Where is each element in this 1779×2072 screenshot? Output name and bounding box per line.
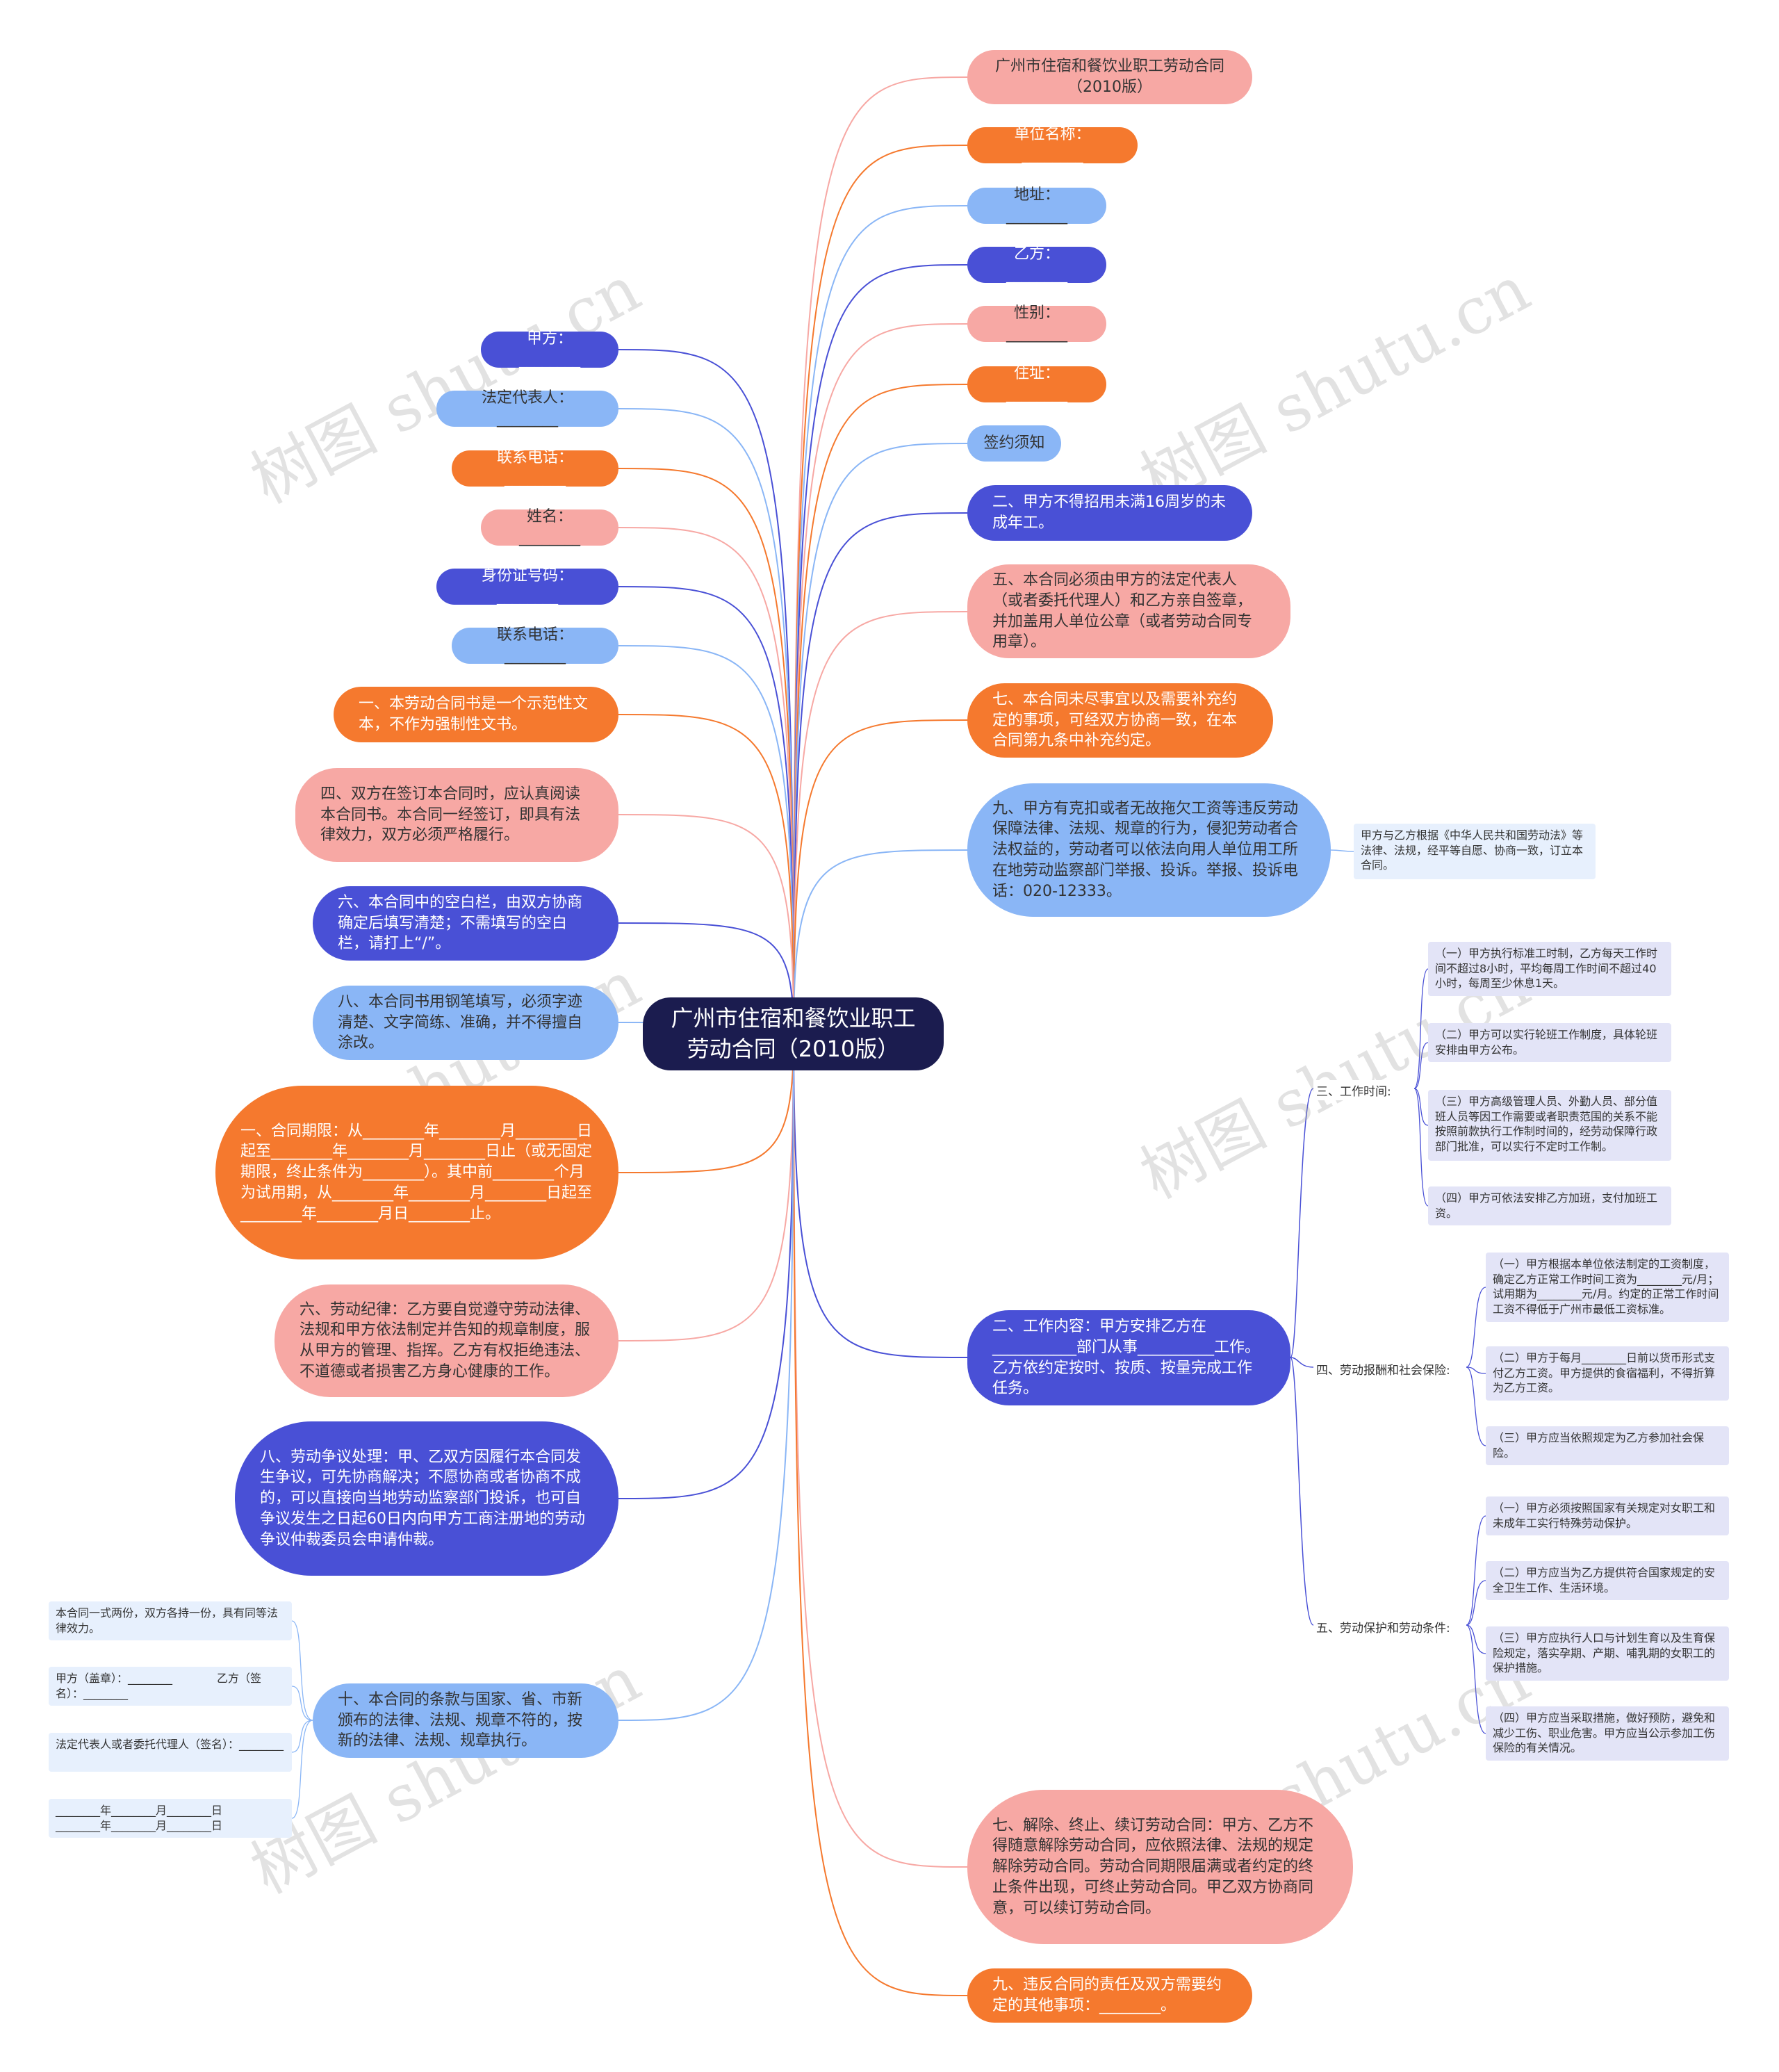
right-node-unit-name[interactable]: 单位名称：________: [967, 126, 1138, 164]
connector-line: [793, 1034, 968, 1868]
connector-line: [1290, 1088, 1314, 1358]
connector-line: [1413, 1088, 1429, 1126]
connector-line: [618, 349, 794, 1035]
work-time-item[interactable]: （四）甲方可依法安排乙方加班，支付加班工资。: [1428, 1186, 1671, 1225]
item-10-child[interactable]: ________年________月________日 ________年___…: [49, 1799, 292, 1838]
connector-line: [291, 1720, 313, 1819]
right-node-item-5[interactable]: 五、本合同必须由甲方的法定代表人（或者委托代理人）和乙方亲自签章，并加盖用人单位…: [967, 564, 1290, 658]
connector-line: [793, 443, 968, 1035]
connector-line: [618, 586, 794, 1035]
right-node-gender[interactable]: 性别：________: [967, 304, 1106, 343]
connector-line: [618, 527, 794, 1035]
connector-line: [793, 512, 968, 1035]
connector-line: [618, 468, 794, 1035]
right-node-work-content[interactable]: 二、工作内容：甲方安排乙方在___________部门从事__________工…: [967, 1310, 1290, 1405]
connector-line: [618, 714, 794, 1035]
connector-line: [793, 384, 968, 1035]
right-node-signing-notes[interactable]: 签约须知: [967, 425, 1061, 462]
connector-line: [793, 205, 968, 1035]
pay-item[interactable]: （二）甲方于每月________日前以货币形式支付乙方工资。甲方提供的食宿福利，…: [1486, 1346, 1729, 1401]
left-node-item-6[interactable]: 六、本合同中的空白栏，由双方协商确定后填写清楚；不需填写的空白栏，请打上“/”。: [313, 886, 618, 961]
right-node-item-2[interactable]: 二、甲方不得招用未满16周岁的未成年工。: [967, 485, 1252, 541]
left-node-phone-a[interactable]: 联系电话：________: [452, 449, 618, 487]
left-node-item-10[interactable]: 十、本合同的条款与国家、省、市新颁布的法律、法规、规章不符的，按新的法律、法规、…: [313, 1683, 618, 1758]
connector-line: [291, 1720, 313, 1753]
protect-item[interactable]: （一）甲方必须按照国家有关规定对女职工和未成年工实行特殊劳动保护。: [1486, 1496, 1729, 1535]
left-node-item-8[interactable]: 八、本合同书用钢笔填写，必须字迹清楚、文字简练、准确，并不得擅自涂改。: [313, 986, 618, 1060]
connector-line: [1466, 1367, 1486, 1446]
connector-line: [618, 645, 794, 1035]
connector-line: [793, 1034, 968, 1358]
item-9-child[interactable]: 甲方与乙方根据《中华人民共和国劳动法》等法律、法规，经平等自愿、协商一致，订立本…: [1354, 824, 1596, 879]
work-time-item[interactable]: （一）甲方执行标准工时制，乙方每天工作时间不超过8小时，平均每周工作时间不超过4…: [1428, 942, 1671, 996]
left-node-id-number[interactable]: 身份证号码：________: [436, 567, 618, 605]
protect-item[interactable]: （三）甲方应执行人口与计划生育以及生育保险规定，落实孕期、产期、哺乳期的女职工的…: [1486, 1626, 1729, 1681]
connector-line: [793, 849, 968, 1035]
pay-insurance-label[interactable]: 四、劳动报酬和社会保险:: [1313, 1359, 1453, 1379]
labor-protection-label[interactable]: 五、劳动保护和劳动条件:: [1313, 1617, 1453, 1637]
left-node-labor-discipline[interactable]: 六、劳动纪律：乙方要自觉遵守劳动法律、法规和甲方依法制定并告知的规章制度，服从甲…: [274, 1284, 618, 1397]
connector-line: [793, 611, 968, 1035]
connector-line: [291, 1620, 313, 1721]
item-10-child[interactable]: 甲方（盖章）：________ 乙方（签名）：________: [49, 1667, 292, 1706]
connector-line: [793, 1034, 968, 1996]
connector-line: [1413, 1088, 1429, 1207]
right-node-address[interactable]: 地址：________: [967, 186, 1106, 225]
connector-line: [1413, 1042, 1429, 1089]
connector-line: [1413, 968, 1429, 1089]
left-node-item-1[interactable]: 一、本劳动合同书是一个示范性文本，不作为强制性文书。: [334, 687, 618, 742]
connector-line: [793, 76, 968, 1035]
left-node-dispute[interactable]: 八、劳动争议处理：甲、乙双方因履行本合同发生争议，可先协商解决；不愿协商或者协商…: [235, 1421, 618, 1576]
right-node-item-9[interactable]: 九、甲方有克扣或者无故拖欠工资等违反劳动保障法律、法规、规章的行为，侵犯劳动者合…: [967, 783, 1331, 917]
right-node-item-7[interactable]: 七、本合同未尽事宜以及需要补充约定的事项，可经双方协商一致，在本合同第九条中补充…: [967, 683, 1273, 758]
left-node-item-4[interactable]: 四、双方在签订本合同时，应认真阅读本合同书。本合同一经签订，即具有法律效力，双方…: [295, 768, 618, 862]
connector-line: [1466, 1624, 1486, 1734]
root-node[interactable]: 广州市住宿和餐饮业职工劳动合同（2010版）: [643, 997, 944, 1070]
connector-line: [618, 1034, 794, 1499]
left-node-party-a[interactable]: 甲方：________: [481, 330, 618, 368]
connector-line: [291, 1686, 313, 1721]
connector-line: [1466, 1515, 1486, 1626]
connector-line: [618, 922, 794, 1035]
connector-line: [1466, 1624, 1486, 1654]
connector-line: [1466, 1367, 1486, 1374]
protect-item[interactable]: （二）甲方应当为乙方提供符合国家规定的安全卫生工作、生活环境。: [1486, 1561, 1729, 1600]
connector-line: [1466, 1287, 1486, 1368]
pay-item[interactable]: （一）甲方根据本单位依法制定的工资制度，确定乙方正常工作时间工资为_______…: [1486, 1253, 1729, 1322]
connector-line: [618, 1034, 794, 1341]
connector-line: [1466, 1580, 1486, 1626]
connector-line: [793, 719, 968, 1035]
left-node-name[interactable]: 姓名：________: [481, 508, 618, 546]
connector-line: [618, 1034, 794, 1721]
protect-item[interactable]: （四）甲方应当采取措施，做好预防，避免和减少工伤、职业危害。甲方应当公示参加工伤…: [1486, 1706, 1729, 1761]
connector-line: [1290, 1357, 1314, 1626]
item-10-child[interactable]: 本合同一式两份，双方各持一份，具有同等法律效力。: [49, 1601, 292, 1640]
work-time-item[interactable]: （三）甲方高级管理人员、外勤人员、部分值班人员等因工作需要或者职责范围的关系不能…: [1428, 1090, 1671, 1161]
left-node-legal-rep[interactable]: 法定代表人：________: [436, 389, 618, 427]
connector-line: [1290, 1357, 1314, 1368]
work-time-item[interactable]: （二）甲方可以实行轮班工作制度，具体轮班安排由甲方公布。: [1428, 1023, 1671, 1062]
right-node-party-b[interactable]: 乙方：________: [967, 245, 1106, 284]
left-node-contract-term[interactable]: 一、合同期限：从________年________月________日起至___…: [215, 1086, 618, 1259]
right-node-termination[interactable]: 七、解除、终止、续订劳动合同：甲方、乙方不得随意解除劳动合同，应依照法律、法规的…: [967, 1790, 1353, 1944]
connector-line: [793, 264, 968, 1035]
right-node-item-9b[interactable]: 九、违反合同的责任及双方需要约定的其他事项：________。: [967, 1968, 1252, 2023]
right-node-title[interactable]: 广州市住宿和餐饮业职工劳动合同（2010版）: [967, 50, 1252, 104]
work-time-label[interactable]: 三、工作时间:: [1313, 1080, 1394, 1100]
left-node-phone-b[interactable]: 联系电话：________: [452, 626, 618, 664]
item-10-child[interactable]: 法定代表人或者委托代理人（签名）：________: [49, 1733, 292, 1772]
connector-line: [618, 1034, 794, 1173]
connector-line: [1330, 849, 1354, 852]
connector-line: [793, 145, 968, 1035]
right-node-residence[interactable]: 住址：________: [967, 365, 1106, 403]
pay-item[interactable]: （三）甲方应当依照规定为乙方参加社会保险。: [1486, 1426, 1729, 1465]
connector-line: [618, 814, 794, 1035]
